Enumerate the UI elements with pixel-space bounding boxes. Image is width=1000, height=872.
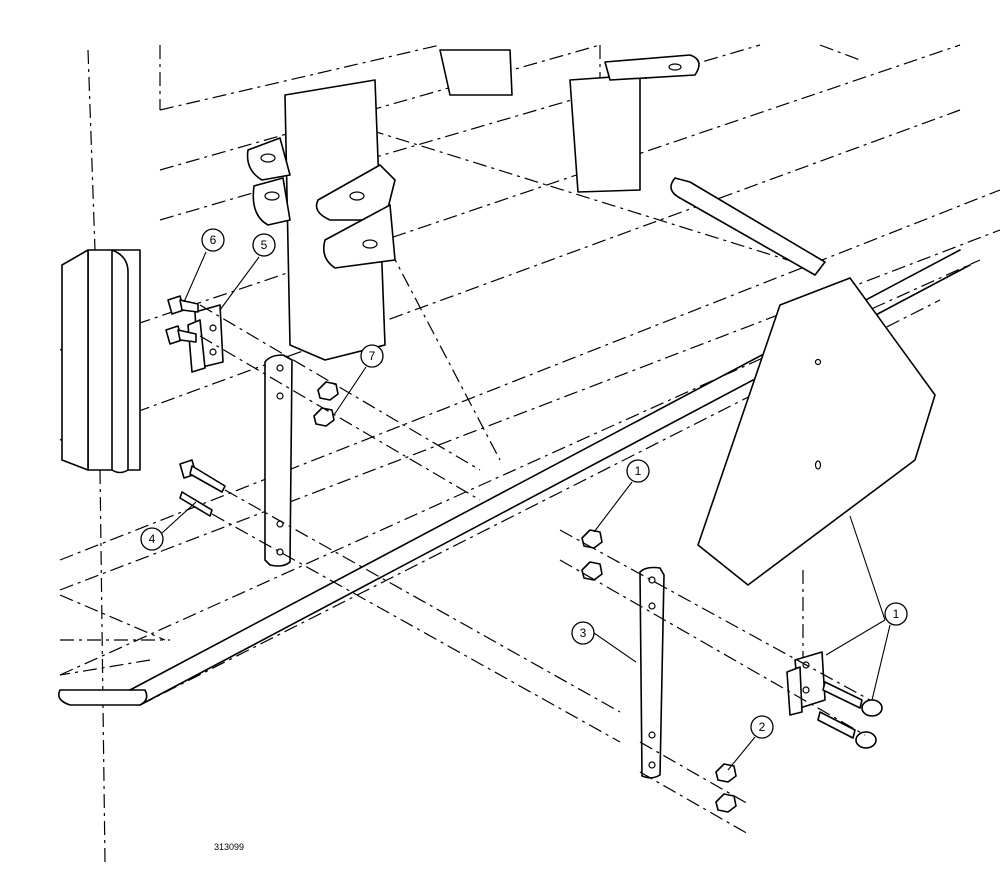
callout-4: 4 [140, 501, 197, 551]
bolt-4-lower [179, 491, 213, 517]
callout-6: 6 [183, 228, 225, 303]
hardware [165, 295, 883, 813]
callout-3: 3 [571, 621, 637, 663]
right-bracket [786, 651, 826, 716]
callout-2-label: 2 [759, 720, 766, 734]
cross-rod [670, 177, 826, 276]
nut-7-upper [317, 381, 339, 401]
callout-7: 7 [333, 344, 384, 416]
carriage-bolt-1-lower [817, 711, 877, 749]
nut-1-lower [581, 561, 603, 581]
callout-1-right: 1 [825, 515, 908, 701]
nut-2-upper [715, 763, 737, 783]
bolt-6-lower [165, 325, 197, 345]
callout-4-label: 4 [149, 532, 156, 546]
upper-frame [61, 49, 826, 474]
callout-5: 5 [219, 233, 276, 311]
right-mounting-strap [639, 566, 665, 779]
left-mounting-strap [264, 354, 293, 567]
callout-1-upper-label: 1 [635, 464, 642, 478]
post-lug-lower-right [322, 204, 396, 269]
smv-emblem [697, 277, 936, 586]
rear-block-right [569, 74, 641, 193]
bolt-6-upper [167, 295, 199, 315]
callout-2: 2 [727, 715, 774, 771]
assembly-center-lines [199, 304, 871, 836]
callout-3-label: 3 [580, 626, 587, 640]
drawing-number: 313099 [214, 842, 244, 852]
callout-5-label: 5 [261, 238, 268, 252]
nut-2-lower [715, 793, 737, 813]
nut-7-lower [313, 407, 335, 427]
carriage-bolt-1-upper [822, 681, 883, 717]
bolt-4-upper [179, 459, 226, 493]
rear-block-left [439, 49, 513, 96]
callout-1-right-label: 1 [893, 607, 900, 621]
callout-7-label: 7 [369, 349, 376, 363]
post-lug-lower-left [252, 177, 291, 226]
callout-6-label: 6 [210, 233, 217, 247]
rear-tab [604, 54, 700, 81]
callout-1-upper: 1 [593, 459, 650, 533]
nut-1-upper [581, 529, 603, 549]
